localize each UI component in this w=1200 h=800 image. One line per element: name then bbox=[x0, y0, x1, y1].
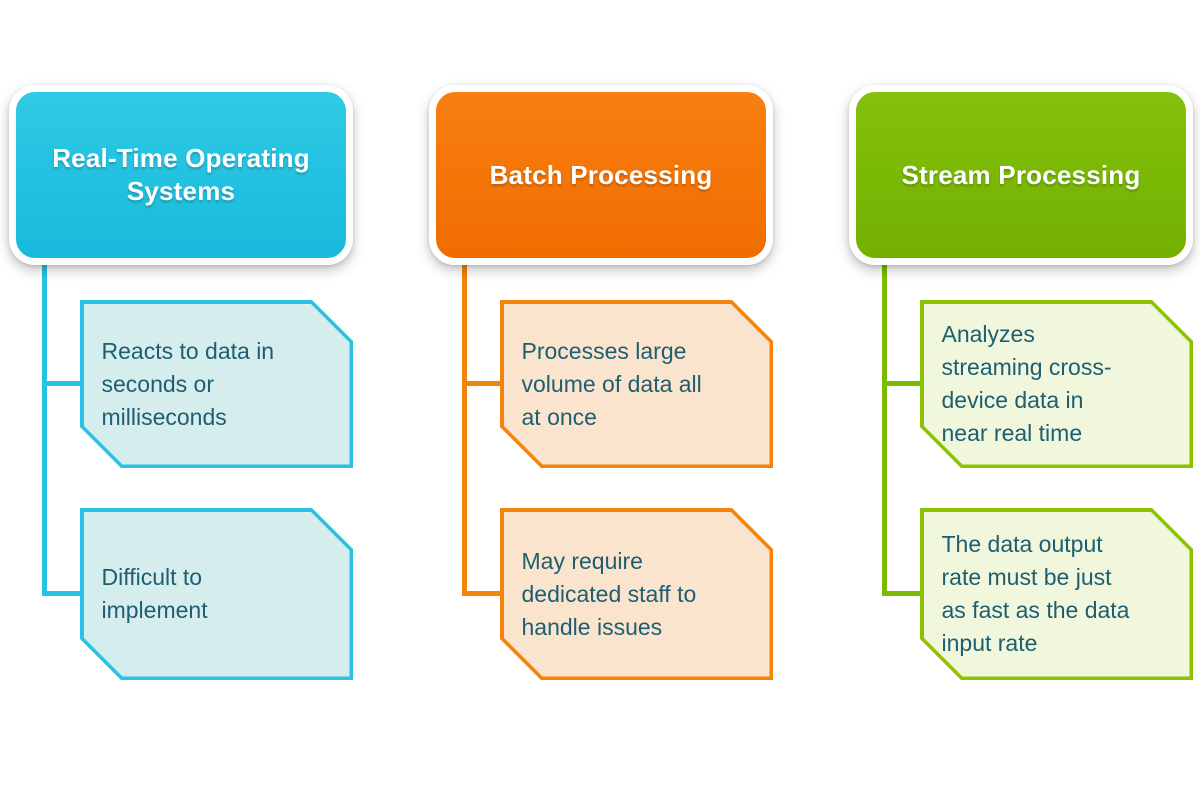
category-title: Batch Processing bbox=[489, 159, 713, 190]
column-stream-processing: Analyzes streaming cross- device data in… bbox=[849, 85, 1193, 725]
feature-box-fill: Processes large volume of data all at on… bbox=[504, 304, 770, 465]
feature-box: May require dedicated staff to handle is… bbox=[500, 508, 773, 680]
column-batch-processing: Processes large volume of data all at on… bbox=[429, 85, 773, 725]
connector-vertical bbox=[462, 261, 467, 596]
connector-vertical bbox=[882, 261, 887, 596]
feature-box: Processes large volume of data all at on… bbox=[500, 300, 773, 468]
feature-box-fill: Reacts to data in seconds or millisecond… bbox=[84, 304, 350, 465]
feature-box-fill: Analyzes streaming cross- device data in… bbox=[924, 304, 1190, 465]
feature-text: Reacts to data in seconds or millisecond… bbox=[101, 337, 275, 430]
feature-box-fill: Difficult to implement bbox=[84, 512, 350, 677]
connector-elbow bbox=[882, 591, 922, 596]
category-header-stream-processing: Stream Processing bbox=[849, 85, 1193, 265]
feature-text: Processes large volume of data all at on… bbox=[521, 337, 702, 430]
feature-text: May require dedicated staff to handle is… bbox=[521, 547, 697, 640]
category-title: Real-Time Operating Systems bbox=[52, 143, 310, 206]
feature-box-fill: May require dedicated staff to handle is… bbox=[504, 512, 770, 677]
feature-text: Analyzes streaming cross- device data in… bbox=[941, 321, 1112, 446]
category-title: Stream Processing bbox=[901, 159, 1141, 190]
feature-box: The data output rate must be just as fas… bbox=[920, 508, 1193, 680]
feature-text: Difficult to implement bbox=[101, 564, 208, 623]
connector-elbow bbox=[462, 591, 502, 596]
connector-elbow bbox=[42, 381, 82, 386]
connector-vertical bbox=[42, 261, 47, 596]
category-header-rtos: Real-Time Operating Systems bbox=[9, 85, 353, 265]
feature-box-fill: The data output rate must be just as fas… bbox=[924, 512, 1190, 677]
connector-elbow bbox=[42, 591, 82, 596]
feature-box: Analyzes streaming cross- device data in… bbox=[920, 300, 1193, 468]
connector-elbow bbox=[882, 381, 922, 386]
connector-elbow bbox=[462, 381, 502, 386]
feature-text: The data output rate must be just as fas… bbox=[941, 531, 1130, 656]
feature-box: Reacts to data in seconds or millisecond… bbox=[80, 300, 353, 468]
category-header-batch-processing: Batch Processing bbox=[429, 85, 773, 265]
feature-box: Difficult to implement bbox=[80, 508, 353, 680]
column-real-time-operating-systems: Reacts to data in seconds or millisecond… bbox=[9, 85, 353, 725]
